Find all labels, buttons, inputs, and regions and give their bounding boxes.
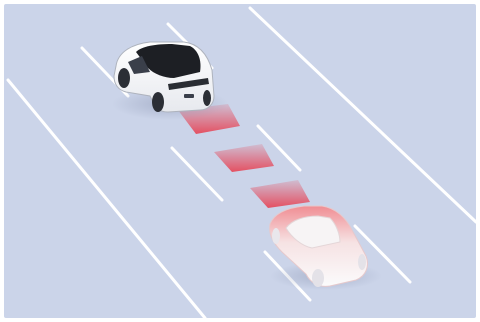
lead-vehicle-wheel [118,68,130,88]
lead-vehicle-badge [184,94,194,98]
following-vehicle-wheel [312,269,324,287]
following-vehicle-wheel [272,228,280,244]
lead-vehicle-wheel [203,90,211,106]
lead-vehicle-wheel [152,92,164,112]
following-vehicle-wheel [358,254,366,270]
